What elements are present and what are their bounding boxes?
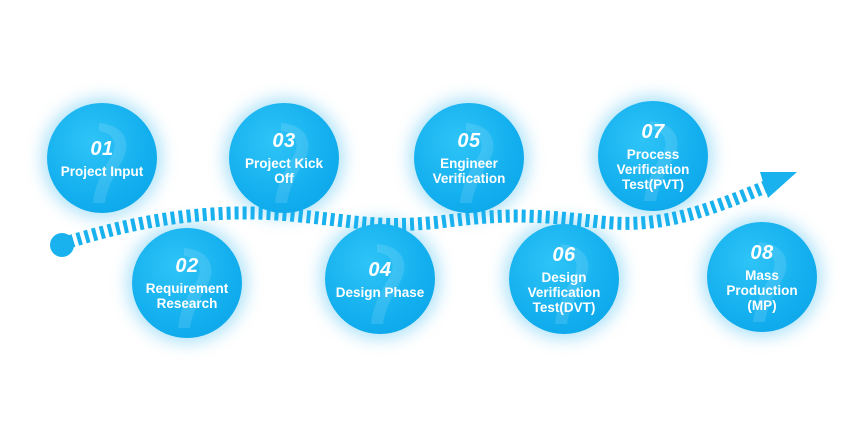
step-number: 01 [90, 137, 114, 160]
step-label: Project Input [60, 163, 144, 179]
step-label: Engineer Verification [432, 156, 506, 186]
step-label: Design Phase [335, 284, 425, 300]
step-number: 05 [457, 130, 481, 152]
step-number: 02 [175, 255, 199, 277]
step-label: Project Kick Off [244, 156, 324, 186]
wavy-dashed-path [60, 178, 773, 251]
arrow-head-icon [760, 172, 797, 198]
step-label: Requirement Research [145, 281, 229, 311]
step-number: 06 [552, 243, 576, 266]
step-05-engineer-verification: 05 Engineer Verification [414, 103, 524, 213]
step-number: 03 [272, 130, 296, 152]
step-label: Mass Production (MP) [726, 267, 798, 313]
step-number: 04 [368, 258, 392, 281]
step-06-design-verification-test: 06 Design Verification Test(DVT) [509, 224, 619, 334]
step-08-mass-production: 08 Mass Production (MP) [707, 222, 817, 332]
step-04-design-phase: 04 Design Phase [325, 224, 435, 334]
step-number: 08 [750, 241, 774, 264]
step-label: Design Verification Test(DVT) [527, 269, 601, 315]
step-03-project-kick-off: 03 Project Kick Off [229, 103, 339, 213]
step-number: 07 [641, 120, 665, 143]
step-label: Process Verification Test(PVT) [616, 146, 690, 192]
step-01-project-input: 01 Project Input [47, 103, 157, 213]
step-07-process-verification-test: 07 Process Verification Test(PVT) [598, 101, 708, 211]
path-start-dot [50, 233, 74, 257]
step-02-requirement-research: 02 Requirement Research [132, 228, 242, 338]
